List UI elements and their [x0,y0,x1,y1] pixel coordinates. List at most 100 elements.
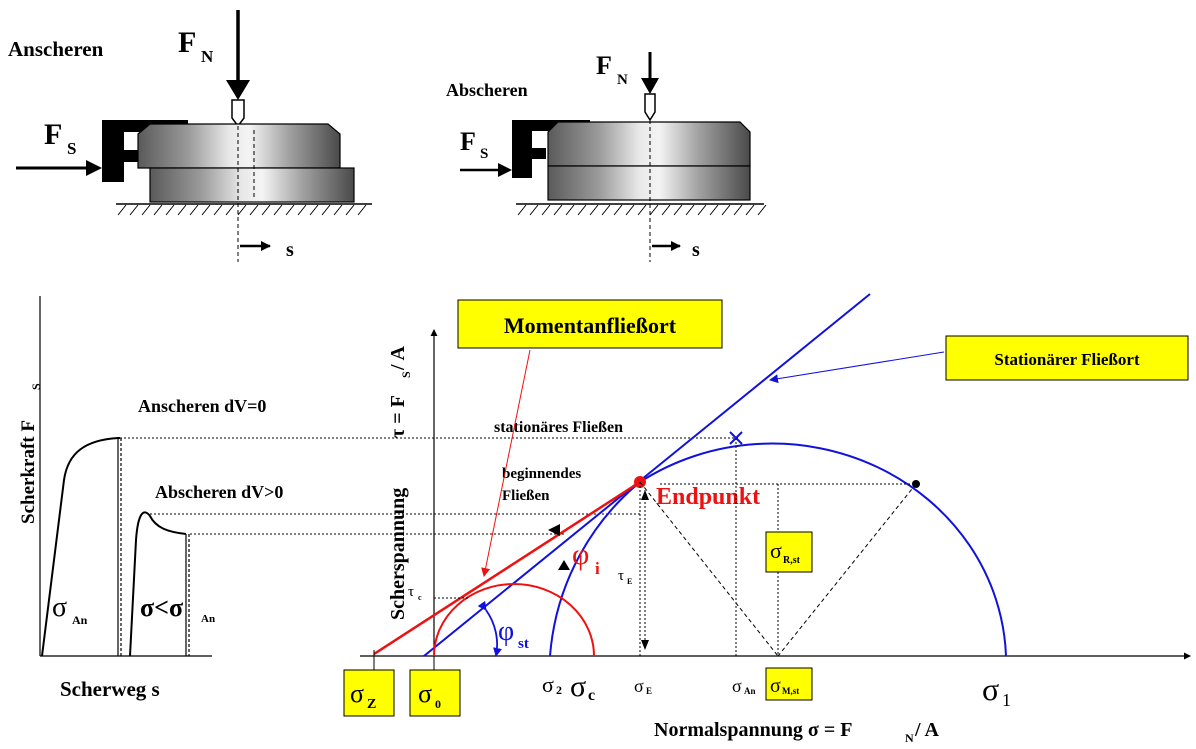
hatch-stroke [357,204,367,216]
sigma-0-label: σ [418,679,432,708]
sigma-c-label: σ [570,670,586,703]
incipient-flow-label-1: beginnendes [502,466,581,482]
hatch-stroke [153,204,163,216]
sigma-1-sub: 1 [1002,690,1011,710]
sigma-m-st-sub: M,st [782,686,799,696]
sigma-less-label: σ<σ [140,593,183,622]
hatch-stroke [733,204,743,216]
anscheren-sketch: Anscheren F N F S s [8,10,372,262]
sigma-m-st-label: σ [770,675,781,697]
hatch-stroke [129,204,139,216]
instantaneous-yield-curve [549,481,641,657]
fn-label-sub: N [201,47,214,66]
fs-label-main: F [460,127,476,156]
sigma-2-sub: 2 [556,683,562,697]
fs-label-main: F [44,118,62,151]
hatch-stroke [189,204,199,216]
hatch-stroke [177,204,187,216]
fn-label-sub: N [617,72,628,88]
stationary-locus-pointer [769,351,945,384]
phi-i-label: φ [572,538,589,571]
fs-arrow-head [498,163,512,177]
hatch-stroke [565,204,575,216]
ylabel: Scherspannung [387,488,409,620]
sigma-c-sub: c [588,687,595,704]
momentary-yield-locus [373,480,641,656]
hatch-stroke [589,204,599,216]
sigma-0-box [409,669,461,717]
incipient-flow-label-2: Fließen [502,488,550,504]
shear-pusher [102,120,188,182]
hatch-stroke [745,204,755,216]
momentary-locus-label: Momentanfließort [504,313,677,338]
hatch-stroke [685,204,695,216]
sigma-z-label: σ [350,679,364,708]
anscheren-curve-label: Anscheren dV=0 [138,396,266,416]
abscheren-title: Abscheren [446,80,528,100]
anscheren-curve [41,437,120,657]
anscheren-title: Anscheren [8,37,104,61]
hatch-stroke [333,204,343,216]
x-axis-label: Scherweg s [60,677,160,701]
sigma-r-st-sub: R,st [783,555,801,566]
abscheren-curve [129,511,187,657]
phi-i-marker [548,524,560,536]
hatch-stroke [541,204,551,216]
ylabel-main: Scherkraft F [18,420,39,524]
hatch-stroke [225,204,235,216]
tau-c-sub: c [418,593,422,602]
momentary-locus-box [457,299,723,349]
stationary-flow-label: stationäres Fließen [494,419,623,436]
tau-c-label: τ [408,584,414,600]
xlabel-main: Normalspannung σ = F [654,719,852,741]
hatch-stroke [165,204,175,216]
hatch-stroke [297,204,307,216]
endpoint-label: Endpunkt [656,484,760,510]
hatch-stroke [601,204,611,216]
hatch-stroke [577,204,587,216]
anscheren-cross-marker [729,431,743,445]
sigma-r-st-label: σ [770,538,782,563]
sigma-an-label: σ [52,592,67,623]
sigma-an-sub: An [72,613,88,627]
ylabel-sub: S [29,383,43,390]
abscheren-sketch: Abscheren F N F S s [446,51,767,262]
xlabel-tail: / A [914,719,939,741]
lower-cell [149,167,355,203]
hatch-stroke [625,204,635,216]
y-axis-label: Scherkraft F S [18,383,43,524]
hatch-stroke [553,204,563,216]
abscheren-curve-label: Abscheren dV>0 [155,482,283,502]
hatch-stroke [213,204,223,216]
stamp [231,99,245,128]
mohr-diagram: Scherspannung τ = F S / A Normalspannung… [343,293,1191,745]
fn-label-main: F [596,51,612,80]
hatch-stroke [661,204,671,216]
tau-axis-label: Scherspannung τ = F S / A [387,346,413,620]
tau-e-arrowhead-bottom [641,640,649,650]
lower-cell [547,165,751,201]
phi-st-label: φ [498,616,514,647]
unconfined-mohr-circle [433,583,595,657]
hatch-stroke [757,204,767,216]
fn-arrow-head [226,80,250,100]
hatch-stroke [697,204,707,216]
hatch-stroke [613,204,623,216]
tau-e-label: τ [618,568,624,584]
s-label: s [692,239,700,261]
sigma-e-label: σ [634,676,644,696]
tau-e-sub: E [627,577,632,586]
fn-label-main: F [178,26,196,59]
hatch-stroke [721,204,731,216]
hatch-stroke [649,204,659,216]
fs-label-sub: S [67,139,76,158]
hatch-stroke [517,204,527,216]
sigma-r-st-box [765,531,813,573]
s-label: s [286,239,294,261]
hatch-stroke [673,204,683,216]
momentary-locus-pointer [481,349,531,577]
sigma-z-box [343,669,395,717]
shear-pusher [512,120,590,178]
hatch-stroke [249,204,259,216]
